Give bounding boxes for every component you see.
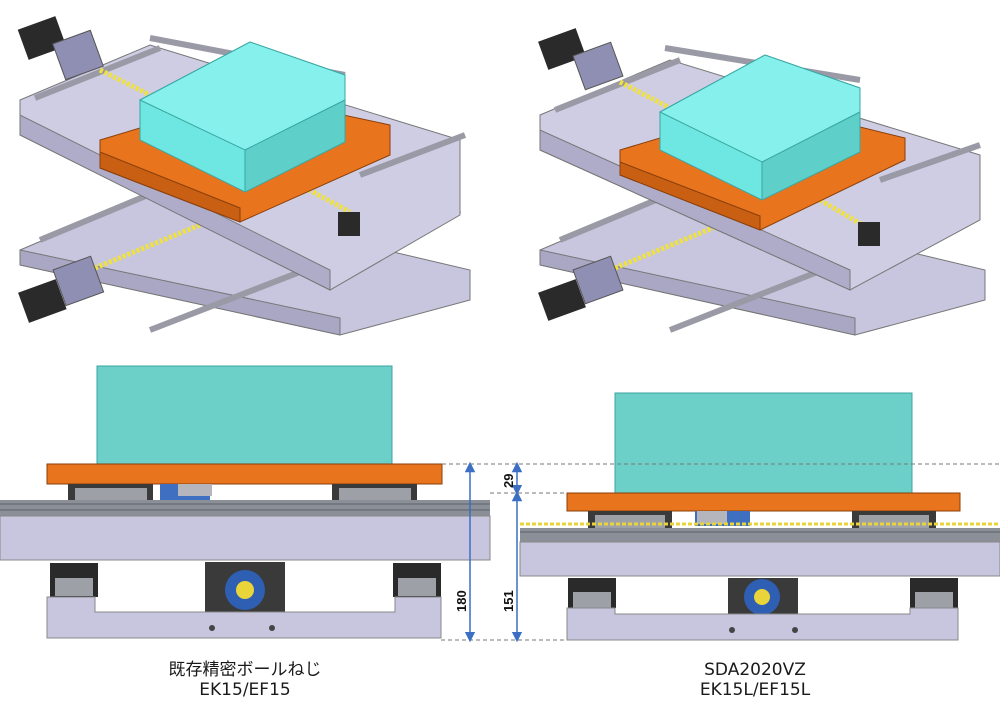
left-support-block <box>338 212 360 236</box>
dimension-annotations: 180 151 29 <box>441 461 1000 643</box>
caption-right-line2: EK15L/EF15L <box>699 680 811 700</box>
dim-label-180: 180 <box>454 590 469 612</box>
left-upper-ballscrew <box>98 67 152 98</box>
left-side-workpiece <box>96 365 393 465</box>
right-lower-motor-icon <box>538 279 586 321</box>
right-side-workpiece <box>614 392 913 494</box>
caption-right-line1: SDA2020VZ <box>704 660 806 680</box>
right-side-table-plate <box>566 492 961 512</box>
caption-left: 既存精密ボールねじ EK15/EF15 <box>95 660 395 700</box>
right-support-block <box>858 222 880 246</box>
caption-right: SDA2020VZ EK15L/EF15L <box>605 660 905 700</box>
dim-label-151: 151 <box>501 590 516 612</box>
dim-label-29: 29 <box>501 474 516 488</box>
caption-left-line2: EK15/EF15 <box>199 680 291 700</box>
caption-left-line1: 既存精密ボールねじ <box>168 660 322 680</box>
right-lower-ballscrew <box>614 222 721 271</box>
right-isometric-view <box>538 28 986 336</box>
left-isometric-view <box>17 16 471 336</box>
left-lower-motor-icon <box>18 279 67 323</box>
left-lower-ballscrew <box>94 222 201 271</box>
right-upper-ballscrew <box>618 79 672 111</box>
left-side-view <box>0 365 491 639</box>
left-side-table-plate <box>46 463 443 485</box>
right-side-view <box>519 392 1000 641</box>
